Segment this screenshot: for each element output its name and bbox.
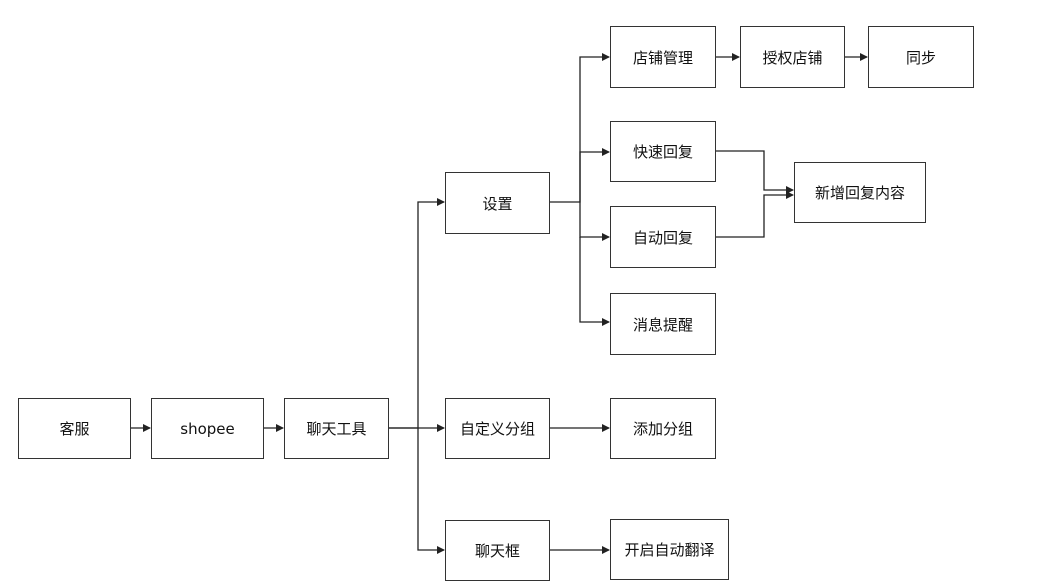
edge-settings-msg-reminder — [579, 237, 610, 326]
edge-auto-reply-add-content — [716, 191, 794, 238]
node-auto-reply: 自动回复 — [610, 206, 716, 268]
edge-chat-tool-chat-box — [417, 428, 445, 554]
edge-settings-auto-reply — [579, 202, 610, 241]
node-kefu: 客服 — [18, 398, 131, 459]
node-chat-tool: 聊天工具 — [284, 398, 389, 459]
node-add-group: 添加分组 — [610, 398, 716, 459]
edge-settings-quick-reply — [579, 148, 610, 202]
node-authorize-store: 授权店铺 — [740, 26, 845, 88]
node-custom-group: 自定义分组 — [445, 398, 550, 459]
edge-quick-reply-add-content — [716, 150, 794, 194]
node-settings: 设置 — [445, 172, 550, 234]
edge-settings-store-mgmt — [550, 53, 610, 203]
node-sync: 同步 — [868, 26, 974, 88]
edge-chat-tool-settings — [389, 198, 445, 429]
node-auto-translate: 开启自动翻译 — [610, 519, 729, 580]
node-store-mgmt: 店铺管理 — [610, 26, 716, 88]
node-shopee: shopee — [151, 398, 264, 459]
node-add-reply-content: 新增回复内容 — [794, 162, 926, 223]
node-quick-reply: 快速回复 — [610, 121, 716, 182]
node-msg-reminder: 消息提醒 — [610, 293, 716, 355]
node-chat-box: 聊天框 — [445, 520, 550, 581]
